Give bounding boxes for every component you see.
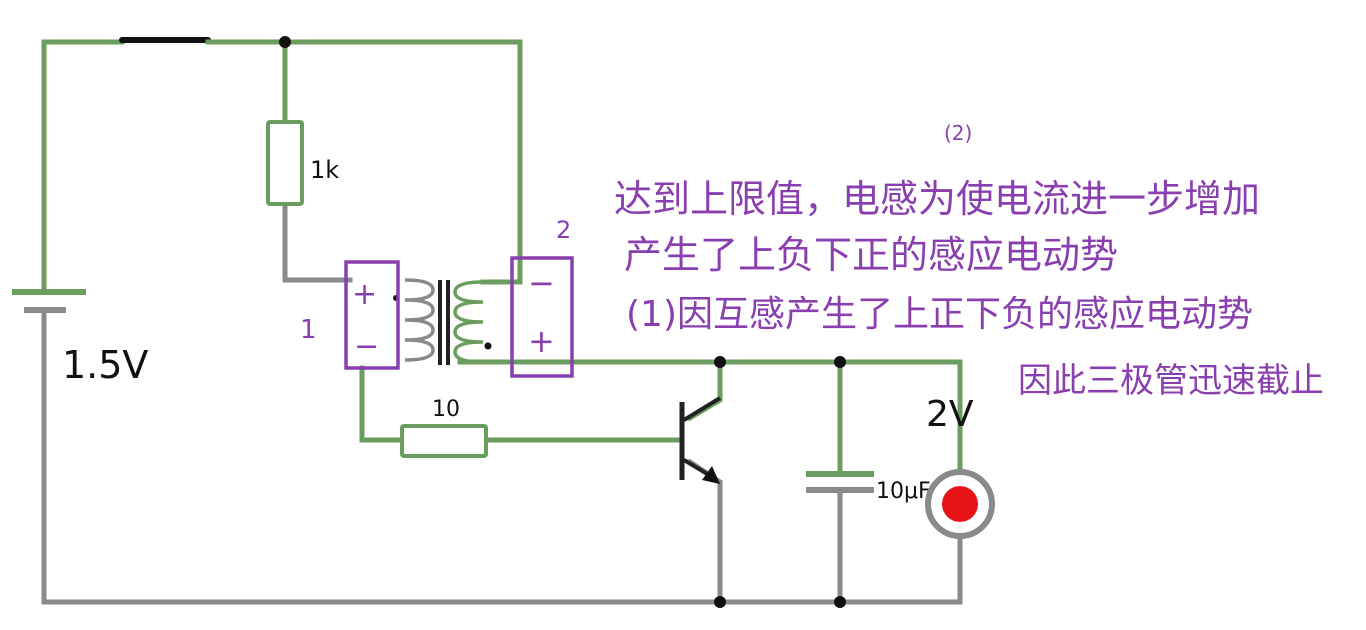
- capacitor: 10μF: [806, 471, 931, 504]
- wire-primary-to-base: [359, 365, 405, 443]
- resistor-10-label: 10: [432, 397, 460, 422]
- capacitor-label: 10μF: [876, 479, 931, 504]
- resistor-10-body: [400, 424, 488, 458]
- wire-top-rail: [205, 39, 523, 265]
- primary-bottom-mark: −: [354, 329, 379, 364]
- resistor-10: 10: [400, 397, 488, 458]
- annotation-box-secondary: [510, 256, 574, 378]
- junction-collector: [714, 356, 726, 368]
- secondary-top-mark: −: [528, 264, 555, 302]
- battery-voltage-label: 1.5V: [62, 343, 148, 387]
- annotation-line-4: 因此三极管迅速截止: [1018, 361, 1324, 401]
- transformer: [393, 259, 523, 365]
- resistor-1k: 1k: [266, 120, 339, 206]
- junctions: [279, 36, 846, 608]
- annotation-box-primary: [344, 260, 400, 370]
- resistor-1k-body: [266, 120, 304, 206]
- annotation-line-3: (1)因互感产生了上正下负的感应电动势: [626, 294, 1253, 335]
- junction-top: [279, 36, 291, 48]
- wire-collector-rail: [457, 359, 963, 481]
- battery: 1.5V: [12, 289, 148, 387]
- led-output: 2V: [925, 394, 995, 539]
- annotation-superscript: (2): [944, 121, 972, 145]
- junction-cap-ground: [834, 596, 846, 608]
- transistor-emitter-arrow: [702, 466, 720, 484]
- annotations: + − − + 1 2 (2) 达到上限值，电感为使电流进一步增加 产生了上负下…: [300, 121, 1324, 401]
- wire-secondary-top: [480, 259, 523, 285]
- wire-collector: [686, 359, 723, 422]
- annotation-line-1: 达到上限值，电感为使电流进一步增加: [614, 177, 1260, 221]
- transistor: [679, 396, 722, 484]
- resistor-1k-label: 1k: [310, 156, 339, 184]
- secondary-bottom-mark: +: [528, 322, 555, 360]
- wire-ground-rail: [41, 309, 963, 605]
- junction-cap-top: [834, 356, 846, 368]
- wire-left-top: [41, 39, 125, 295]
- primary-coil: [404, 278, 435, 362]
- led-light: [942, 486, 978, 522]
- secondary-polarity-dot: [484, 342, 492, 350]
- secondary-coil: [453, 280, 484, 364]
- output-voltage-label: 2V: [926, 394, 974, 435]
- primary-top-mark: +: [352, 277, 377, 312]
- winding-2-label: 2: [556, 216, 571, 244]
- junction-emitter-ground: [714, 596, 726, 608]
- annotation-line-2: 产生了上负下正的感应电动势: [624, 233, 1118, 277]
- transistor-collector-leg: [682, 396, 722, 422]
- winding-1-label: 1: [300, 315, 317, 345]
- wire-1k-bottom: [282, 202, 353, 283]
